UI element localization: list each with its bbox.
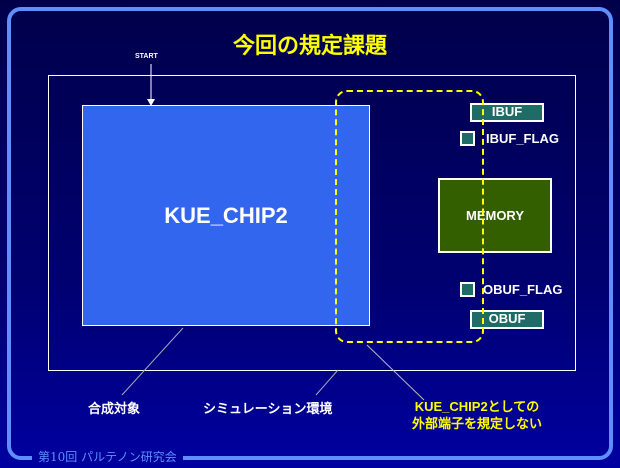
simulation-environment-box [48,75,576,371]
footer: 第10回 パルテノン研究会 [32,450,183,464]
simulation-caption: シミュレーション環境 [203,401,333,416]
chip-label: KUE_CHIP2 [164,202,288,228]
slide-title: 今回の規定課題 [232,33,387,58]
ibuf-flag-box [460,131,475,146]
simulation-pointer [315,369,339,396]
ibuf-block: IBUF [470,103,544,122]
ibuf-flag-label: IBUF_FLAG [486,131,559,146]
obuf-flag-label: OBUF_FLAG [483,282,563,297]
external-pins-boundary [335,90,484,343]
note-line-1: KUE_CHIP2としての [414,399,540,414]
synthesis-pointer [121,327,184,396]
note-line-2: 外部端子を規定しない [412,416,543,431]
slide-frame [7,7,613,460]
synthesis-caption: 合成対象 [88,401,141,416]
start-label: START [135,53,158,60]
start-arrowhead [147,99,155,106]
kue-chip2-block: KUE_CHIP2 [82,105,370,326]
note-pointer [366,344,425,401]
note-caption: KUE_CHIP2としての 外部端子を規定しない [412,398,542,432]
memory-block: MEMORY [438,178,552,253]
obuf-block: OBUF [470,310,544,329]
obuf-flag-box [460,282,475,297]
